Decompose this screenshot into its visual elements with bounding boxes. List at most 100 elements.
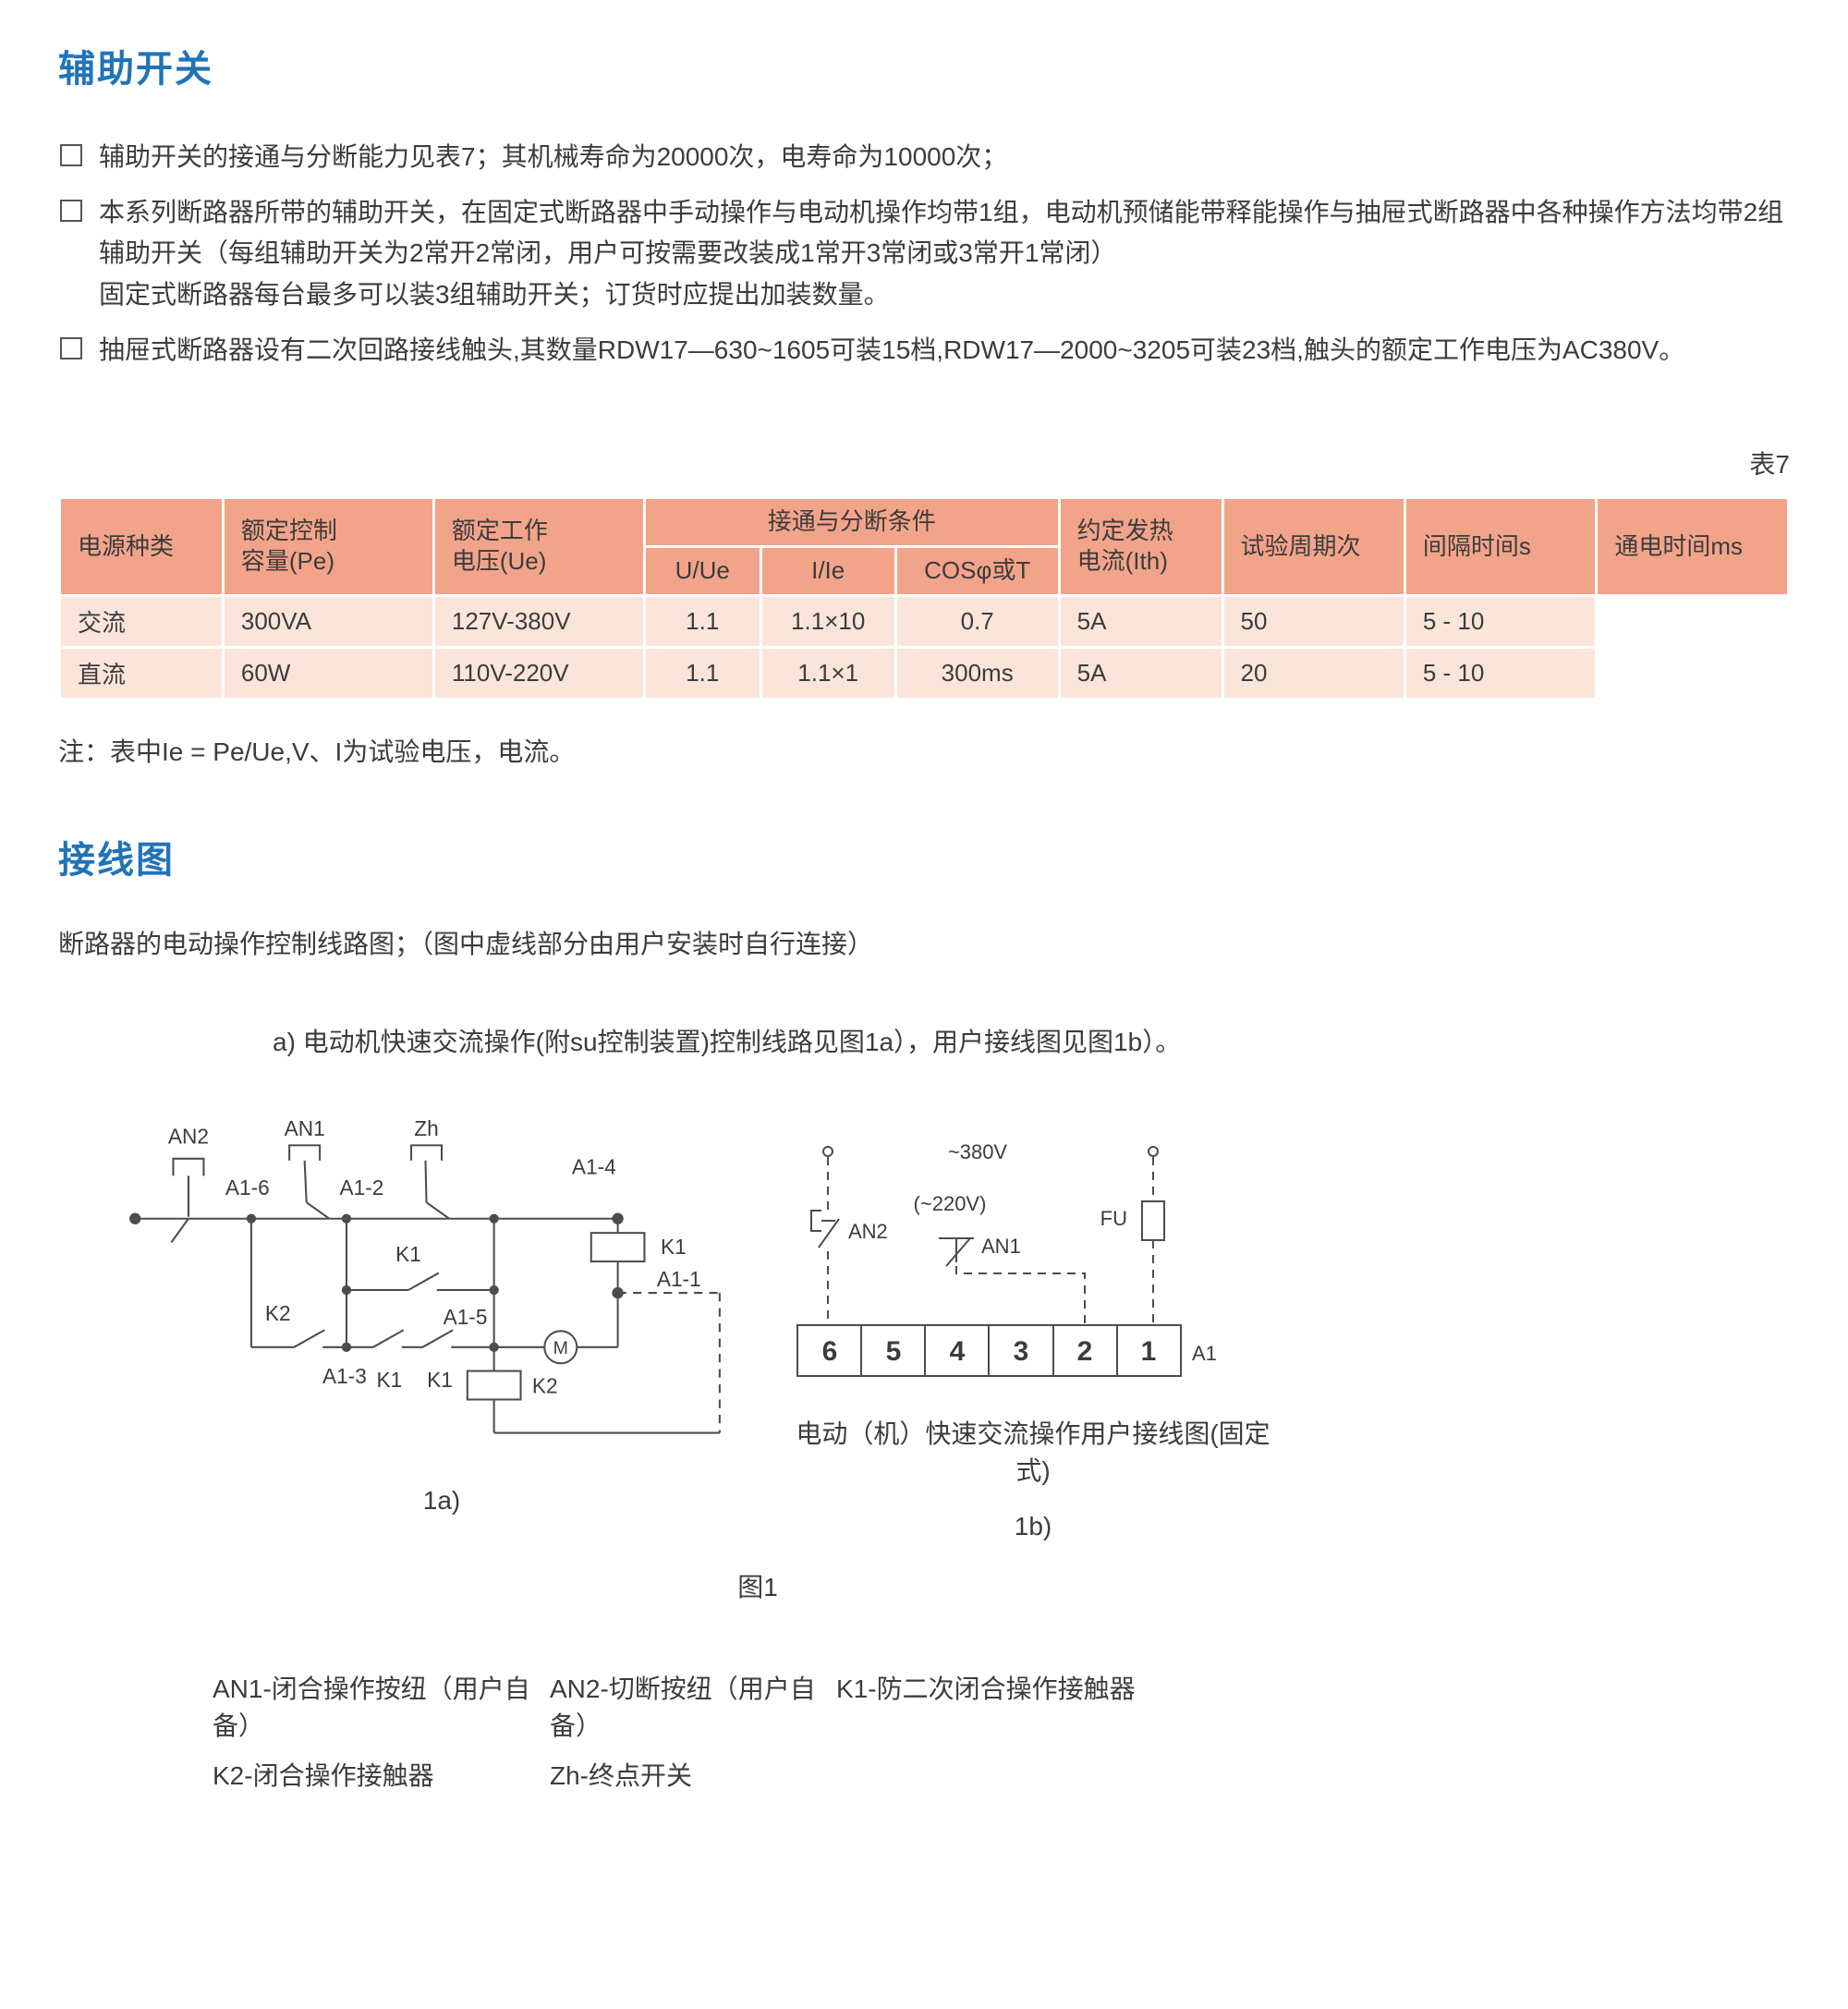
col-interval: 间隔时间s: [1405, 499, 1596, 594]
cell: 60W: [224, 648, 432, 698]
label-a1-4: A1-4: [572, 1154, 616, 1178]
label-a1-3: A1-3: [322, 1364, 367, 1388]
cell: 127V-380V: [434, 596, 643, 646]
table-row: 直流 60W 110V-220V 1.1 1.1×1 300ms 5A 20 5…: [61, 648, 1787, 698]
legend-item-zh: Zh-终点开关: [550, 1760, 693, 1790]
list-item: 辅助开关的接通与分断能力见表7；其机械寿命为20000次，电寿命为10000次；: [58, 137, 1790, 177]
an2-break-button-symbol: [810, 1209, 840, 1248]
figure-number: 图1: [737, 1572, 778, 1601]
col-power-type: 电源种类: [61, 499, 222, 594]
an1-pushbutton-symbol: [288, 1144, 331, 1220]
k1-coil-symbol: [590, 1218, 646, 1293]
label-fu: FU: [1100, 1207, 1127, 1230]
cell: 300ms: [896, 648, 1058, 698]
table-note: 注：表中Ie = Pe/Ue,V、I为试验电压，电流。: [58, 737, 576, 766]
cell: 20: [1223, 648, 1404, 698]
supply-terminal-right: [1148, 1145, 1159, 1157]
cell: [1598, 596, 1787, 646]
label-380v: ~380V: [948, 1140, 1008, 1163]
cell: [1598, 648, 1787, 698]
label-a1-6: A1-6: [225, 1175, 270, 1199]
cell: 300VA: [224, 596, 432, 646]
label-k2-contact: K2: [265, 1301, 291, 1325]
an1-dashed-route: [955, 1265, 1086, 1325]
cell: 交流: [61, 596, 222, 646]
an2-pushbutton-symbol: [170, 1157, 205, 1243]
cell: 5 - 10: [1405, 648, 1596, 698]
terminal-1: 1: [1141, 1336, 1157, 1367]
label-a1: A1: [1192, 1342, 1217, 1365]
motor-symbol: [493, 1292, 619, 1365]
col-test-cycles: 试验周期次: [1223, 499, 1404, 594]
control-circuit-schematic: AN2 AN1 A1-6 A1-2 Zh A1-4: [129, 1118, 721, 1434]
label-k2-coil: K2: [532, 1373, 558, 1397]
terminal-5: 5: [886, 1336, 902, 1367]
legend-item-an2: AN2-切断按纽（用户自备）: [550, 1674, 816, 1740]
label-220v: (~220V): [914, 1192, 987, 1215]
label-a1-1: A1-1: [657, 1267, 701, 1291]
list-item: 本系列断路器所带的辅助开关，在固定式断路器中手动操作与电动机操作均带1组，电动机…: [58, 192, 1790, 315]
terminal-2: 2: [1077, 1336, 1093, 1367]
terminal-6: 6: [822, 1336, 838, 1367]
col-control-capacity: 额定控制 容量(Pe): [224, 499, 432, 594]
label-an1: AN1: [981, 1235, 1021, 1258]
col-u-ue: U/Ue: [645, 547, 760, 594]
label-an1: AN1: [285, 1118, 325, 1140]
list-item: 抽屉式断路器设有二次回路接线触头,其数量RDW17—630~1605可装15档,…: [58, 330, 1790, 371]
label-k1-b1: K1: [376, 1368, 402, 1392]
wiring-description: 断路器的电动操作控制线路图；（图中虚线部分由用户安装时自行连接）: [58, 929, 874, 958]
diagram-1b: ~380V (~220V) AN2 AN1 FU: [784, 1131, 1283, 1541]
cell: 1.1: [645, 596, 760, 646]
wiring-sub-description: a) 电动机快速交流操作(附su控制装置)控制线路见图1a），用户接线图见图1b…: [273, 1027, 1182, 1056]
supply-terminal-left: [822, 1145, 833, 1157]
section-title-wiring-diagram: 接线图: [58, 839, 175, 881]
legend-item-an1: AN1-闭合操作按纽（用户自备）: [213, 1674, 530, 1740]
col-switching-conditions: 接通与分断条件: [645, 499, 1058, 545]
label-motor: M: [553, 1338, 568, 1358]
cell: 直流: [61, 648, 222, 698]
legend-item-k1: K1-防二次闭合操作接触器: [836, 1674, 1136, 1703]
checkbox-icon: [60, 200, 82, 223]
label-a1-5: A1-5: [444, 1305, 488, 1329]
checkbox-icon: [60, 336, 82, 359]
terminal-4: 4: [950, 1336, 966, 1367]
label-an2: AN2: [848, 1220, 888, 1243]
interlock-contacts-symbol: [346, 1329, 494, 1348]
diagram-1a: AN2 AN1 A1-6 A1-2 Zh A1-4: [128, 1118, 756, 1541]
col-i-ie: I/Ie: [761, 547, 894, 594]
k2-coil-symbol: [466, 1346, 720, 1434]
fig-label-1b: 1b): [1014, 1511, 1052, 1540]
cell: 1.1×1: [761, 648, 894, 698]
bullet-text: 抽屉式断路器设有二次回路接线触头,其数量RDW17—630~1605可装15档,…: [99, 335, 1685, 364]
terminal-3: 3: [1014, 1336, 1029, 1367]
cell: 1.1×10: [761, 596, 894, 646]
spec-table: 电源种类 额定控制 容量(Pe) 额定工作 电压(Ue) 接通与分断条件 约定发…: [58, 496, 1790, 700]
cell: 110V-220V: [434, 648, 643, 698]
k2-contact-symbol: [250, 1329, 346, 1348]
table-label: 表7: [1749, 450, 1790, 480]
terminal-block: [796, 1323, 1182, 1377]
cell: 5A: [1060, 648, 1222, 698]
caption-1b: 电动（机）快速交流操作用户接线图(固定式): [796, 1418, 1270, 1485]
checkbox-icon: [60, 144, 82, 166]
cell: 1.1: [645, 648, 760, 698]
label-k1-coil: K1: [661, 1235, 687, 1259]
bullet-text: 本系列断路器所带的辅助开关，在固定式断路器中手动操作与电动机操作均带1组，电动机…: [99, 198, 1784, 309]
bullet-list: 辅助开关的接通与分断能力见表7；其机械寿命为20000次，电寿命为10000次；…: [58, 137, 1790, 371]
col-cos: COSφ或T: [896, 547, 1058, 594]
zh-switch-symbol: [410, 1144, 450, 1220]
bullet-text: 辅助开关的接通与分断能力见表7；其机械寿命为20000次，电寿命为10000次；: [99, 142, 1008, 171]
k1-contact-symbol: [346, 1272, 494, 1291]
an1-close-button-symbol: [939, 1236, 974, 1267]
cell: 5A: [1060, 596, 1222, 646]
col-working-voltage: 额定工作 电压(Ue): [434, 499, 643, 594]
legend-item-k2: K2-闭合操作接触器: [213, 1760, 434, 1790]
label-an2: AN2: [168, 1124, 209, 1148]
cell: 0.7: [896, 596, 1058, 646]
section-title-auxiliary-switch: 辅助开关: [58, 49, 213, 90]
label-k1-contact: K1: [395, 1242, 421, 1266]
label-zh: Zh: [414, 1118, 438, 1140]
fuse-symbol: [1141, 1199, 1165, 1241]
label-a1-2: A1-2: [340, 1175, 384, 1199]
